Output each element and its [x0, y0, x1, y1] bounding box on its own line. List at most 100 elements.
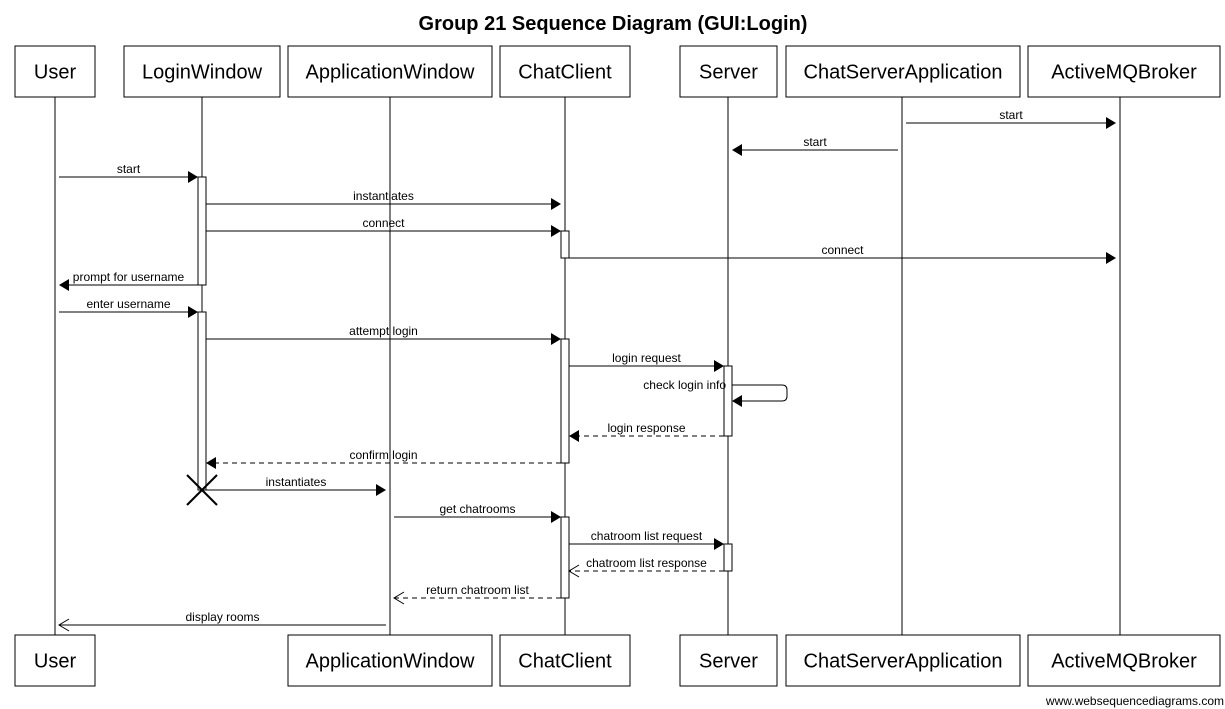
- activation-bar-client: [560, 338, 570, 464]
- participant-box: [499, 634, 631, 687]
- message-arrowhead: [206, 457, 216, 469]
- message-arrowhead: [568, 564, 580, 578]
- message: chatroom list response: [568, 556, 724, 578]
- message: prompt for username: [59, 270, 198, 291]
- message: enter username: [59, 297, 198, 318]
- message: start: [59, 162, 198, 183]
- message-arrowhead: [714, 360, 724, 372]
- participant-label: ActiveMQBroker: [1051, 651, 1197, 673]
- message: chatroom list request: [569, 529, 724, 550]
- message-arrowhead: [732, 144, 742, 156]
- message-label: check login info: [643, 378, 726, 392]
- participant-box: [499, 45, 631, 98]
- destroy-markers: [186, 474, 218, 506]
- top-participants: User LoginWindow ApplicationWindow ChatClie…: [14, 45, 1221, 98]
- participant-box: [679, 45, 778, 98]
- top-participant-amq: ActiveMQBroker: [1027, 45, 1221, 98]
- activation-bars: [197, 176, 733, 599]
- participant-box: [14, 45, 96, 98]
- message: instantiates: [206, 189, 561, 210]
- activation-bar-login: [197, 311, 207, 491]
- activation-bar-server: [723, 365, 733, 437]
- message: attempt login: [206, 324, 561, 345]
- participant-box: [287, 634, 493, 687]
- message: return chatroom list: [393, 583, 561, 605]
- message-label: enter username: [86, 297, 170, 311]
- participant-label: User: [34, 651, 77, 673]
- participant-label: ChatClient: [518, 651, 612, 673]
- participant-label: ApplicationWindow: [306, 62, 476, 84]
- message-label: start: [803, 135, 827, 149]
- message: start: [732, 135, 898, 156]
- bottom-participant-client: ChatClient: [499, 634, 631, 687]
- message-label: confirm login: [349, 448, 417, 462]
- message-arrowhead: [376, 484, 386, 496]
- participant-label: LoginWindow: [142, 62, 263, 84]
- activation-bar-client: [560, 230, 570, 259]
- message-label: connect: [362, 216, 405, 230]
- message: connect: [569, 243, 1116, 264]
- message-arrowhead: [1106, 252, 1116, 264]
- message-line: [732, 384, 788, 402]
- bottom-participants: User ApplicationWindow ChatClient Server Cha…: [14, 634, 1221, 687]
- top-participant-client: ChatClient: [499, 45, 631, 98]
- message-label: login request: [612, 351, 681, 365]
- message-label: login response: [607, 421, 685, 435]
- participant-label: ChatServerApplication: [804, 62, 1003, 84]
- message-label: attempt login: [349, 324, 418, 338]
- message: check login info: [643, 378, 788, 407]
- top-participant-server: Server: [679, 45, 778, 98]
- participant-label: Server: [699, 651, 758, 673]
- bottom-participant-user: User: [14, 634, 96, 687]
- participant-box: [785, 45, 1021, 98]
- activation-bar-client: [560, 516, 570, 599]
- message-arrowhead: [188, 171, 198, 183]
- participant-label: ApplicationWindow: [306, 651, 476, 673]
- message: confirm login: [206, 448, 561, 469]
- message-label: start: [999, 108, 1023, 122]
- message-arrowhead: [58, 618, 70, 632]
- message-arrowhead: [1106, 117, 1116, 129]
- participant-label: ActiveMQBroker: [1051, 62, 1197, 84]
- watermark-text: www.websequencediagrams.com: [1045, 694, 1224, 708]
- activation-bar-server: [723, 543, 733, 572]
- message-label: chatroom list response: [586, 556, 707, 570]
- message-label: instantiates: [353, 189, 414, 203]
- message-label: display rooms: [185, 610, 259, 624]
- message-label: instantiates: [266, 475, 327, 489]
- participant-box: [14, 634, 96, 687]
- message: login response: [569, 421, 724, 442]
- message-arrowhead: [732, 395, 742, 407]
- top-participant-login: LoginWindow: [123, 45, 281, 98]
- participant-box: [1027, 634, 1221, 687]
- participant-label: Server: [699, 62, 758, 84]
- message-arrowhead: [393, 591, 405, 605]
- bottom-participant-app: ApplicationWindow: [287, 634, 493, 687]
- diagram-title: Group 21 Sequence Diagram (GUI:Login): [419, 13, 808, 35]
- top-participant-csa: ChatServerApplication: [785, 45, 1021, 98]
- message-arrowhead: [551, 225, 561, 237]
- message-arrowhead: [551, 198, 561, 210]
- message-label: connect: [821, 243, 864, 257]
- participant-box: [287, 45, 493, 98]
- participant-box: [123, 45, 281, 98]
- message: start: [906, 108, 1116, 129]
- messages: start start start instantiates connect connec…: [58, 108, 1116, 632]
- message-label: return chatroom list: [426, 583, 529, 597]
- message-arrowhead: [569, 430, 579, 442]
- message-arrowhead: [551, 333, 561, 345]
- message: instantiates: [206, 475, 386, 496]
- participant-label: ChatClient: [518, 62, 612, 84]
- message: get chatrooms: [394, 502, 561, 523]
- destroy-marker-line: [186, 474, 218, 506]
- top-participant-user: User: [14, 45, 96, 98]
- participant-label: ChatServerApplication: [804, 651, 1003, 673]
- bottom-participant-amq: ActiveMQBroker: [1027, 634, 1221, 687]
- message-label: start: [117, 162, 141, 176]
- message-label: chatroom list request: [591, 529, 703, 543]
- message-arrowhead: [551, 511, 561, 523]
- message-arrowhead: [59, 279, 69, 291]
- message: connect: [206, 216, 561, 237]
- top-participant-app: ApplicationWindow: [287, 45, 493, 98]
